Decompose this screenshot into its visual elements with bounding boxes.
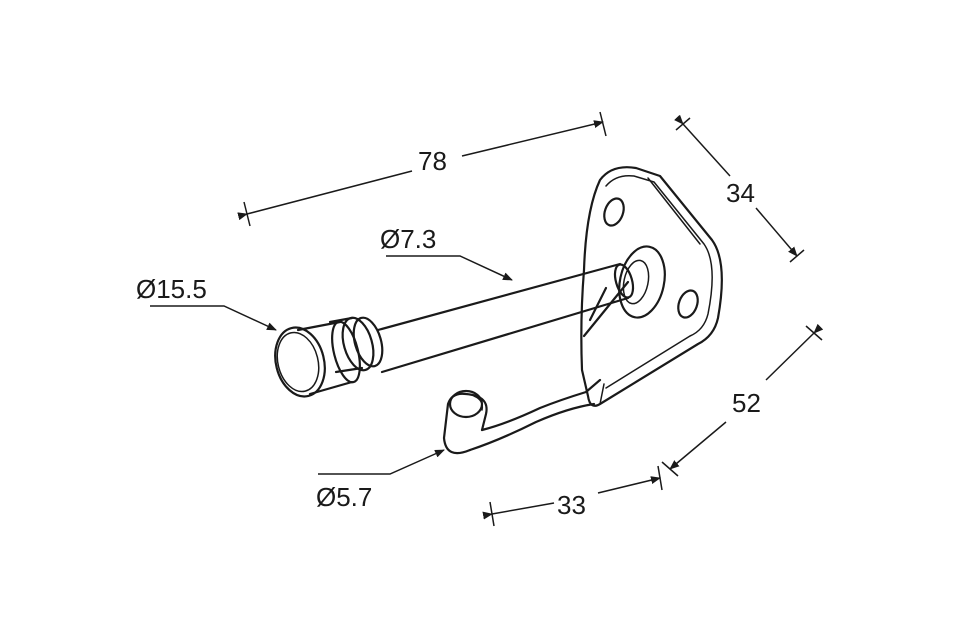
rod-bottom-edge [380, 296, 630, 374]
plate-edge-line [647, 177, 701, 245]
knob-diameter-label: Ø15.5 [136, 274, 207, 304]
plate-height-label: 52 [732, 388, 761, 418]
rod-boss-outer [618, 245, 666, 319]
hook-arm [468, 402, 596, 452]
knob-face-inner [276, 331, 320, 393]
dimension-plate-width: 34 [673, 114, 805, 263]
collar-ring-2 [352, 316, 384, 368]
mounting-plate-bevel [605, 174, 713, 389]
hook-depth-label: 33 [557, 490, 586, 520]
wall-hook-part [274, 166, 723, 455]
callout-knob-diameter: Ø15.5 [136, 274, 277, 331]
rod-top-edge [376, 262, 622, 332]
hook-diameter-label: Ø5.7 [316, 482, 372, 512]
callout-hook-diameter: Ø5.7 [316, 449, 445, 512]
knob-face-outer [274, 326, 326, 398]
rod-diameter-label: Ø7.3 [380, 224, 436, 254]
knob-back-ring [331, 320, 361, 384]
plate-edge-line-2 [599, 383, 605, 405]
dimension-hook-depth: 33 [482, 465, 663, 527]
knob-taper-top [296, 320, 342, 332]
hook-arm-upper [480, 378, 602, 432]
length-label: 78 [418, 146, 447, 176]
dimension-plate-height: 52 [661, 323, 824, 477]
hook-brace [588, 286, 608, 322]
screw-hole-top [603, 197, 625, 227]
screw-hole-bottom [677, 289, 699, 319]
hook-tip-shade [473, 395, 484, 411]
plate-width-label: 34 [726, 178, 755, 208]
collar-top [328, 316, 354, 324]
callout-rod-diameter: Ø7.3 [380, 224, 513, 281]
dimension-length: 78 [237, 111, 607, 227]
mounting-plate-outline [580, 166, 723, 407]
rod-boss-inner [622, 259, 650, 305]
rod-end-at-plate [613, 263, 635, 299]
